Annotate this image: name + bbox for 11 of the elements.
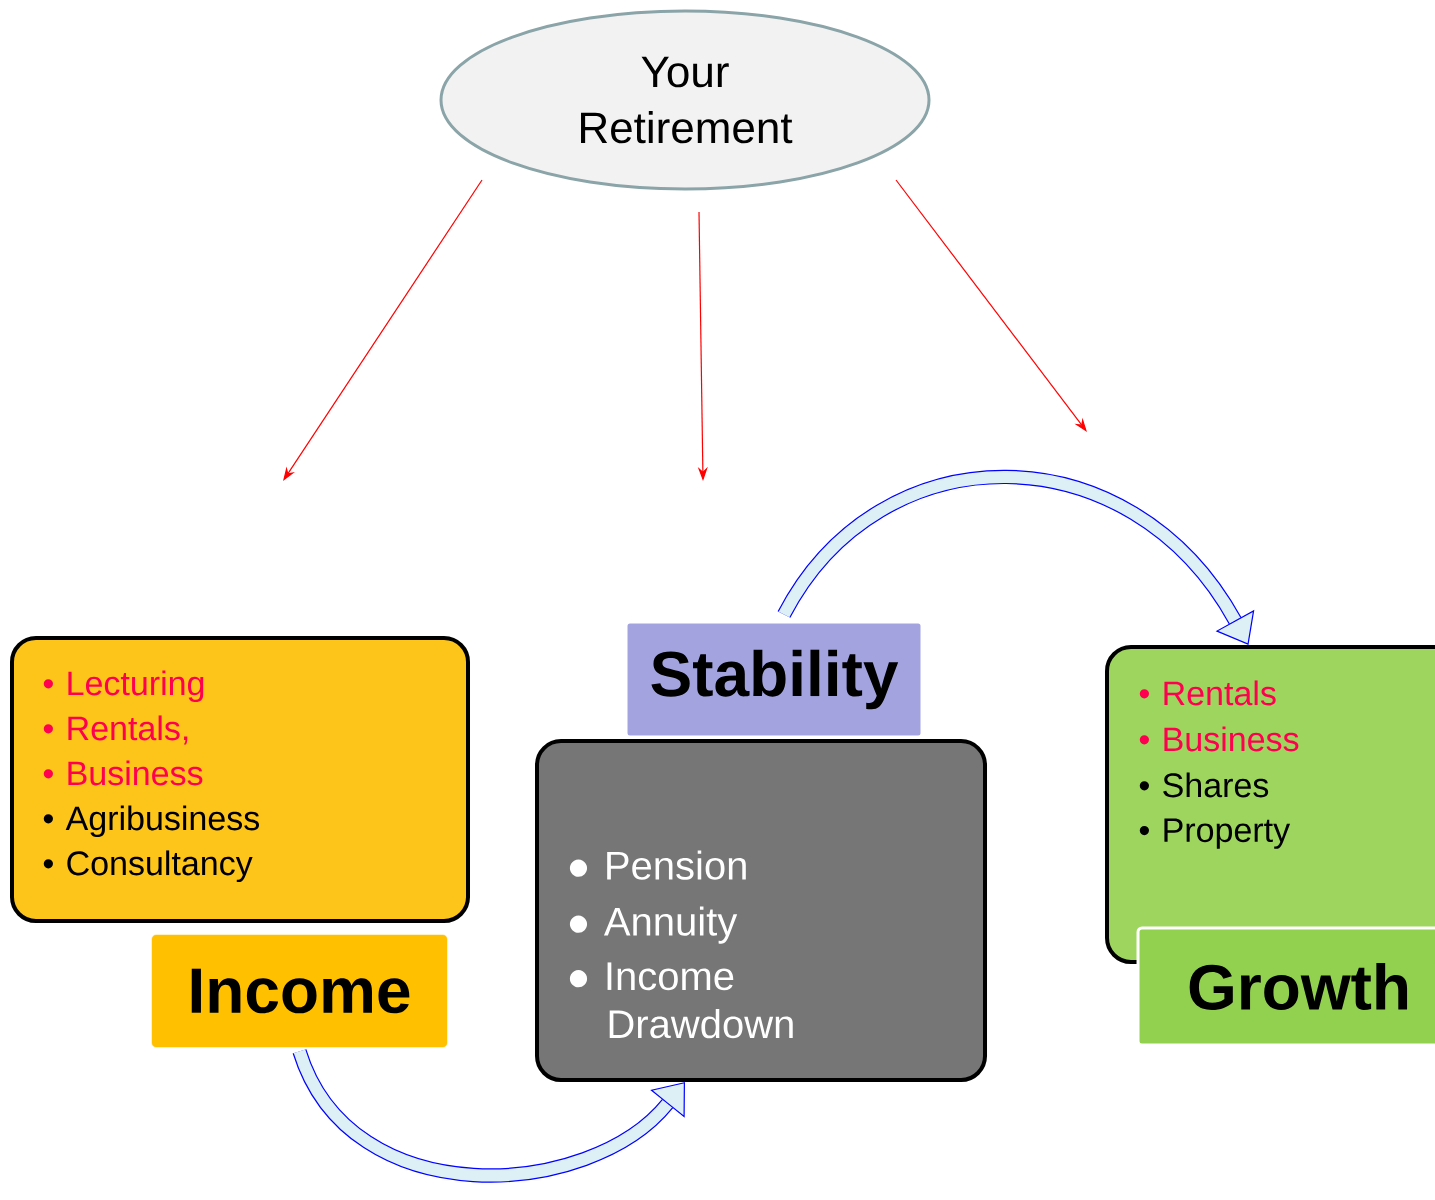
- bullet-list-box: ● Pension ● Annuity ● Income Drawdown: [535, 739, 987, 1082]
- ellipse-node: Your Retirement: [439, 9, 931, 191]
- hollow-curved-arrow: [777, 469, 1255, 645]
- hollow-curved-arrow: [292, 1048, 685, 1183]
- arrow: [283, 179, 483, 481]
- bullet-list-box: • Lecturing • Rentals, • Business • Agribusiness • Consultancy: [10, 636, 470, 923]
- bullet-list-box: • Rentals • Business • Shares • Property: [1105, 645, 1435, 964]
- income-label-box: Income: [151, 934, 448, 1048]
- arrow: [895, 179, 1087, 432]
- growth-label-box: Growth: [1136, 926, 1435, 1047]
- stability-label-box: Stability: [624, 620, 924, 739]
